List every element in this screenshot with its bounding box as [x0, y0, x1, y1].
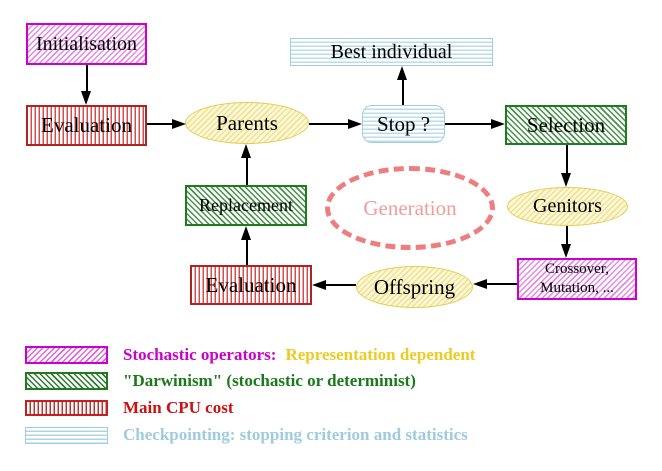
arrowhead-selection-genitors [561, 173, 571, 187]
node-evaluation-bottom: Evaluation [190, 265, 312, 305]
arrowhead-eval-replacement [241, 226, 251, 240]
arrow-line-init-eval [86, 65, 88, 92]
arrow-line-eval-parents [147, 123, 172, 125]
legend-swatch-cyan-stripes [25, 426, 108, 444]
arrow-line-selection-genitors [566, 145, 568, 174]
node-crossover-mutation: Crossover, Mutation, ... [517, 258, 637, 300]
legend-swatch-green-hatch [25, 372, 108, 390]
node-genitors: Genitors [507, 187, 628, 226]
legend-label-darwinism: "Darwinism" (stochastic or determinist) [123, 371, 416, 390]
node-replacement: Replacement [185, 185, 307, 226]
crossover-line2: Mutation, ... [540, 280, 614, 296]
generation-loop-ellipse: Generation [325, 166, 495, 250]
arrowhead-offspring-eval [312, 280, 326, 290]
legend-label-stochastic-operators: Stochastic operators: [123, 345, 277, 364]
node-best-individual: Best individual [290, 38, 493, 66]
node-offspring: Offspring [356, 266, 473, 308]
arrow-line-parents-stop [309, 123, 348, 125]
arrow-line-stop-selection [445, 123, 491, 125]
legend-swatch-magenta-hatch [25, 346, 108, 364]
node-initialisation: Initialisation [26, 23, 147, 65]
arrow-line-stop-best [402, 80, 404, 105]
legend-row-darwinism: "Darwinism" (stochastic or determinist) [25, 371, 416, 391]
legend-label-cpu-cost: Main CPU cost [123, 398, 234, 417]
legend-row-checkpointing: Checkpointing: stopping criterion and st… [25, 425, 468, 445]
arrowhead-parents-stop [348, 119, 362, 129]
arrowhead-replacement-parents [241, 144, 251, 158]
legend-row-stochastic: Stochastic operators: Representation depe… [25, 345, 475, 365]
arrow-line-replacement-parents [246, 158, 248, 185]
node-stop: Stop ? [362, 105, 445, 143]
node-selection: Selection [505, 105, 627, 145]
arrow-line-eval-replacement [246, 240, 248, 265]
arrowhead-stop-best [397, 66, 407, 80]
legend-swatch-red-stripes [25, 400, 108, 416]
legend-label-representation-dependent: Representation dependent [285, 345, 476, 364]
arrow-line-crossover-offspring [487, 283, 517, 285]
legend-label-checkpointing: Checkpointing: stopping criterion and st… [123, 425, 468, 444]
arrowhead-eval-parents [172, 119, 186, 129]
arrowhead-genitors-crossover [561, 244, 571, 258]
legend-row-cpu-cost: Main CPU cost [25, 398, 233, 418]
arrow-line-genitors-crossover [566, 226, 568, 245]
crossover-line1: Crossover, [545, 261, 609, 278]
arrowhead-stop-selection [491, 119, 505, 129]
arrowhead-init-eval [81, 91, 91, 105]
arrow-line-offspring-eval [326, 284, 356, 286]
arrowhead-crossover-offspring [473, 279, 487, 289]
node-parents: Parents [185, 102, 309, 144]
node-evaluation-top: Evaluation [26, 105, 147, 146]
